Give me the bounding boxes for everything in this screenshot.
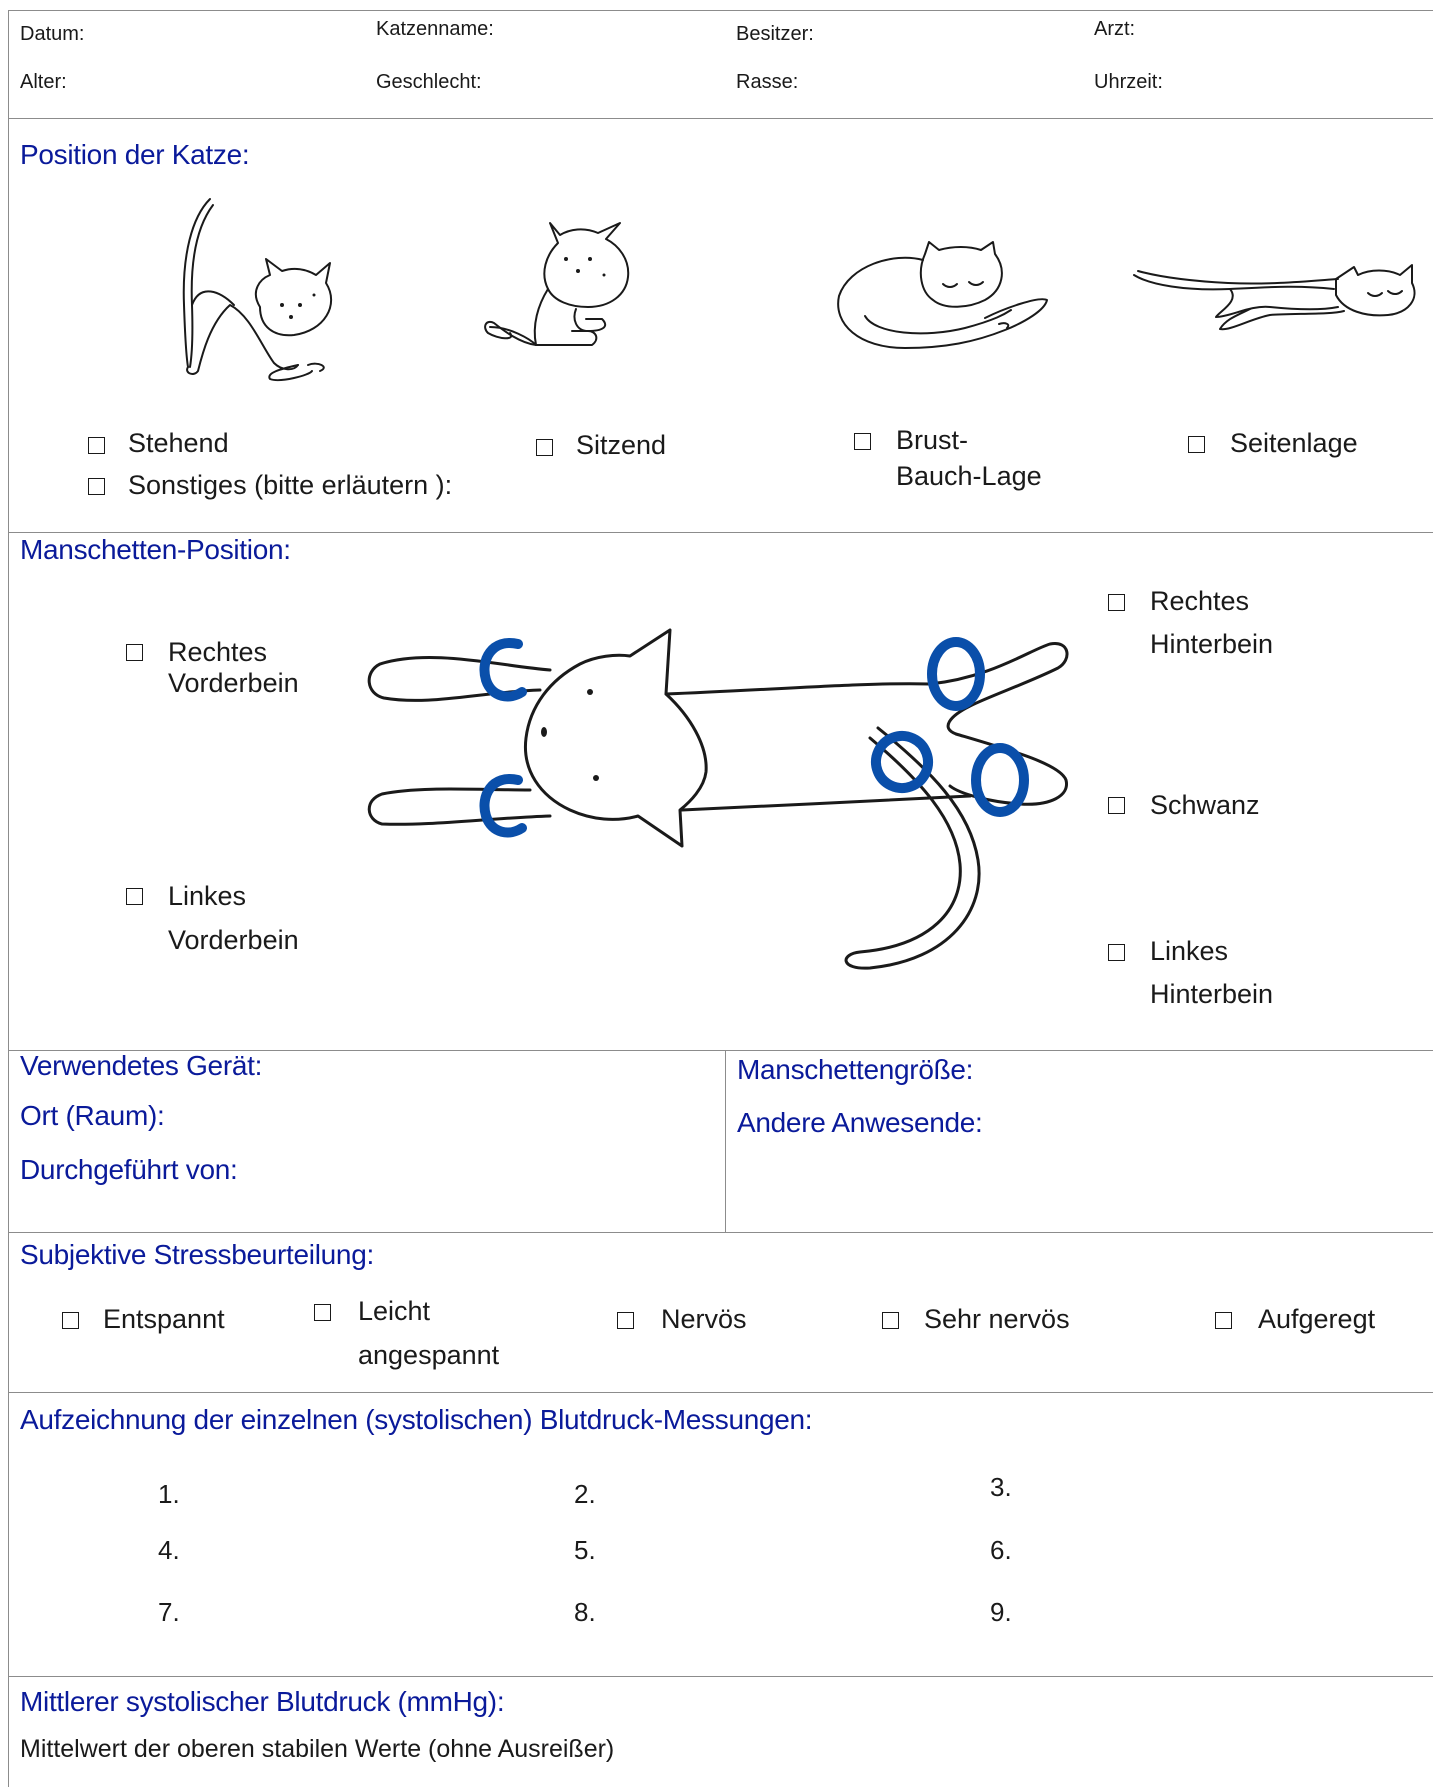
cat-top-view-diagram xyxy=(367,628,1069,970)
brust-label-line2: Bauch-Lage xyxy=(896,461,1042,491)
datum-label: Datum: xyxy=(20,23,85,45)
mean-note: Mittelwert der oberen stabilen Werte (oh… xyxy=(20,1735,615,1763)
katzenname-label: Katzenname: xyxy=(376,18,494,40)
entspannt-label: Entspannt xyxy=(103,1304,225,1334)
sehr-nervoes-label: Sehr nervös xyxy=(924,1304,1070,1334)
section-title-mean: Mittlerer systolischer Blutdruck (mmHg): xyxy=(20,1686,505,1717)
measurement-4: 4. xyxy=(158,1535,180,1565)
stehend-checkbox[interactable] xyxy=(88,437,105,454)
sehr-nervoes-checkbox[interactable] xyxy=(882,1312,899,1329)
rv-label-line1: Rechtes xyxy=(168,637,268,667)
linkes-hinterbein-checkbox[interactable] xyxy=(1108,944,1125,961)
rechtes-vorderbein-checkbox[interactable] xyxy=(126,644,143,661)
geraet-label: Verwendetes Gerät: xyxy=(20,1050,263,1081)
measurement-6: 6. xyxy=(990,1535,1012,1565)
rh-label-line1: Rechtes xyxy=(1150,586,1250,616)
schwanz-label: Schwanz xyxy=(1150,790,1260,820)
section-title-stress: Subjektive Stressbeurteilung: xyxy=(20,1239,374,1270)
sonstiges-label: Sonstiges (bitte erläutern ): xyxy=(128,470,453,500)
aufgeregt-label: Aufgeregt xyxy=(1258,1304,1376,1334)
cuff-markers xyxy=(479,637,1029,838)
schwanz-checkbox[interactable] xyxy=(1108,797,1125,814)
besitzer-label: Besitzer: xyxy=(736,23,814,45)
divider xyxy=(8,1050,1433,1051)
seitenlage-label: Seitenlage xyxy=(1230,428,1358,458)
section-title-position: Position der Katze: xyxy=(20,139,250,170)
divider xyxy=(8,532,1433,533)
lying-side-cat-icon xyxy=(1133,264,1416,331)
lh-label-line2: Hinterbein xyxy=(1150,979,1274,1009)
arzt-label: Arzt: xyxy=(1094,18,1136,40)
measurement-7: 7. xyxy=(158,1597,180,1627)
divider xyxy=(8,1232,1433,1233)
lv-label-line2: Vorderbein xyxy=(168,925,299,955)
sitzend-checkbox[interactable] xyxy=(536,439,553,456)
lv-label-line1: Linkes xyxy=(168,881,247,911)
ort-label: Ort (Raum): xyxy=(20,1100,165,1131)
linkes-vorderbein-checkbox[interactable] xyxy=(126,888,143,905)
manschettengroesse-label: Manschettengröße: xyxy=(737,1054,974,1085)
divider xyxy=(8,118,1433,119)
measurement-1: 1. xyxy=(158,1479,180,1509)
leicht-angespannt-checkbox[interactable] xyxy=(314,1304,331,1321)
rechtes-hinterbein-checkbox[interactable] xyxy=(1108,594,1125,611)
sitting-cat-icon xyxy=(484,222,630,346)
rh-label-line2: Hinterbein xyxy=(1150,629,1274,659)
lh-label-line1: Linkes xyxy=(1150,936,1229,966)
uhrzeit-label: Uhrzeit: xyxy=(1094,71,1163,93)
lying-curled-cat-icon xyxy=(837,241,1048,349)
stehend-label: Stehend xyxy=(128,428,229,458)
measurement-8: 8. xyxy=(574,1597,596,1627)
leicht-label-line2: angespannt xyxy=(358,1340,500,1370)
sonstiges-checkbox[interactable] xyxy=(88,478,105,495)
rasse-label: Rasse: xyxy=(736,71,799,93)
form-frame xyxy=(8,10,1433,1787)
divider xyxy=(8,1392,1433,1393)
section-title-cuff: Manschetten-Position: xyxy=(20,534,291,565)
leicht-label-line1: Leicht xyxy=(358,1296,431,1326)
measurement-5: 5. xyxy=(574,1535,596,1565)
geschlecht-label: Geschlecht: xyxy=(376,71,482,93)
seitenlage-checkbox[interactable] xyxy=(1188,436,1205,453)
column-divider xyxy=(725,1050,726,1232)
section-title-measurements: Aufzeichnung der einzelnen (systolischen… xyxy=(20,1404,813,1435)
brust-bauch-lage-checkbox[interactable] xyxy=(854,433,871,450)
standing-cat-icon xyxy=(182,198,332,381)
measurement-3: 3. xyxy=(990,1472,1012,1502)
durchgefuehrt-label: Durchgeführt von: xyxy=(20,1154,238,1185)
measurement-2: 2. xyxy=(574,1479,596,1509)
nervoes-checkbox[interactable] xyxy=(617,1312,634,1329)
andere-anwesende-label: Andere Anwesende: xyxy=(737,1107,983,1138)
nervoes-label: Nervös xyxy=(661,1304,747,1334)
alter-label: Alter: xyxy=(20,71,67,93)
divider xyxy=(8,1676,1433,1677)
brust-label-line1: Brust- xyxy=(896,425,969,455)
rv-label-line2: Vorderbein xyxy=(168,668,299,698)
entspannt-checkbox[interactable] xyxy=(62,1312,79,1329)
sitzend-label: Sitzend xyxy=(576,430,667,460)
aufgeregt-checkbox[interactable] xyxy=(1215,1312,1232,1329)
measurement-9: 9. xyxy=(990,1597,1012,1627)
